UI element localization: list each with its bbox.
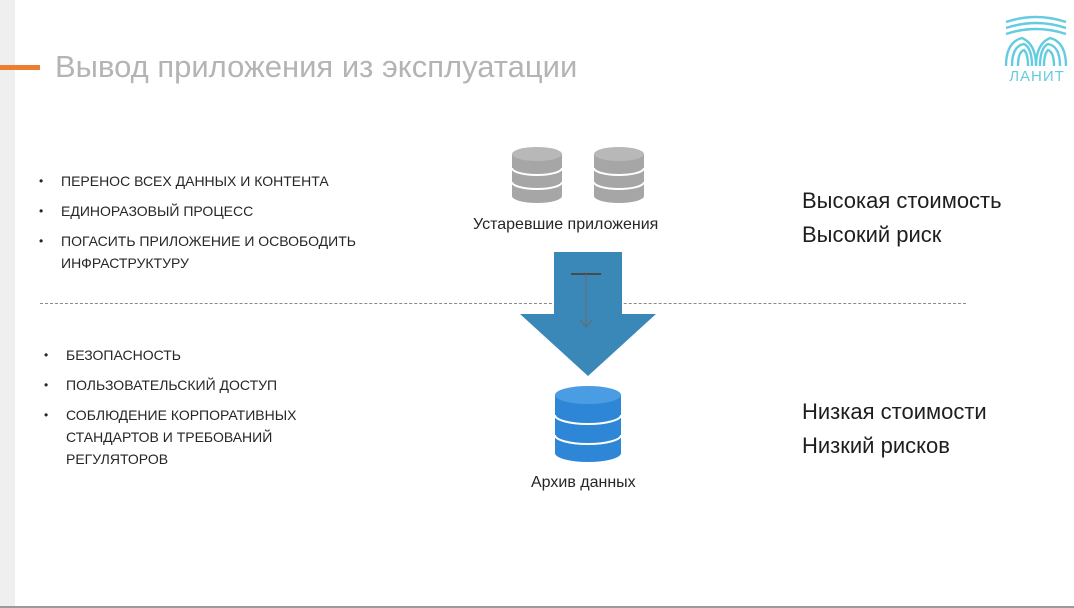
lanit-logo-icon bbox=[1004, 15, 1068, 67]
list-item: ЕДИНОРАЗОВЫЙ ПРОЦЕСС bbox=[39, 200, 401, 222]
section-divider bbox=[40, 303, 966, 304]
logo-text: ЛАНИТ bbox=[1009, 68, 1065, 85]
title-accent-bar bbox=[0, 65, 40, 70]
list-item: ПОГАСИТЬ ПРИЛОЖЕНИЕ И ОСВОБОДИТЬ ИНФРАСТ… bbox=[39, 230, 401, 274]
database-icon bbox=[554, 386, 622, 462]
bottom-border bbox=[0, 606, 1074, 608]
high-cost-text: Высокая стоимость Высокий риск bbox=[802, 184, 1002, 252]
left-edge-strip bbox=[0, 0, 15, 608]
top-bullet-list: ПЕРЕНОС ВСЕХ ДАННЫХ И КОНТЕНТА ЕДИНОРАЗО… bbox=[39, 170, 401, 282]
cost-line: Низкая стоимости bbox=[802, 399, 987, 424]
cost-line: Высокая стоимость bbox=[802, 188, 1002, 213]
risk-line: Высокий риск bbox=[802, 222, 942, 247]
low-cost-text: Низкая стоимости Низкий рисков bbox=[802, 395, 987, 463]
data-archive-label: Архив данных bbox=[531, 474, 636, 491]
bottom-bullet-list: БЕЗОПАСНОСТЬ ПОЛЬЗОВАТЕЛЬСКИЙ ДОСТУП СОБ… bbox=[44, 344, 366, 478]
database-icon bbox=[593, 147, 645, 203]
risk-line: Низкий рисков bbox=[802, 433, 950, 458]
list-item: ПОЛЬЗОВАТЕЛЬСКИЙ ДОСТУП bbox=[44, 374, 366, 396]
list-item: ПЕРЕНОС ВСЕХ ДАННЫХ И КОНТЕНТА bbox=[39, 170, 401, 192]
down-arrow-icon bbox=[520, 252, 656, 376]
database-icon bbox=[511, 147, 563, 203]
legacy-apps-label: Устаревшие приложения bbox=[473, 216, 659, 233]
list-item: СОБЛЮДЕНИЕ КОРПОРАТИВНЫХ СТАНДАРТОВ И ТР… bbox=[44, 404, 366, 470]
list-item: БЕЗОПАСНОСТЬ bbox=[44, 344, 366, 366]
slide-title: Вывод приложения из эксплуатации bbox=[55, 49, 578, 84]
